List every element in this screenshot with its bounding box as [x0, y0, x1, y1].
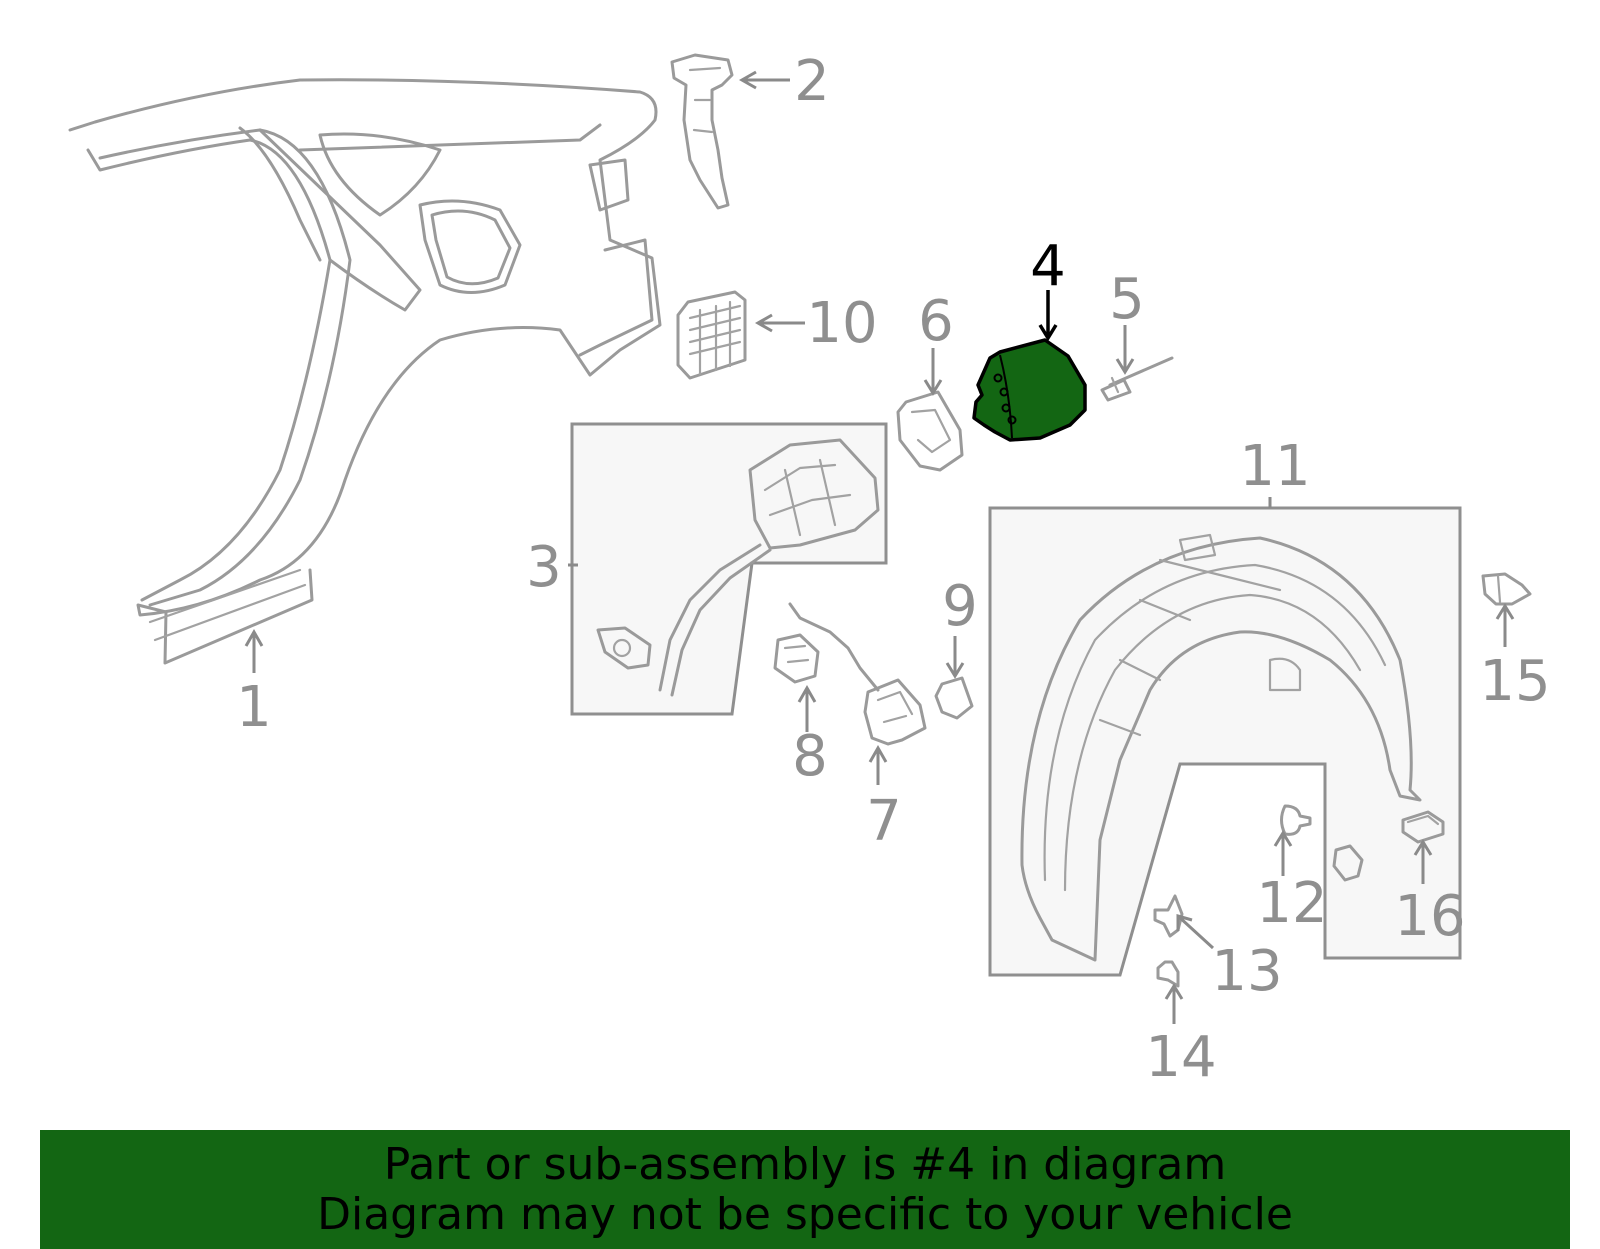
banner-line-1: Part or sub-assembly is #4 in diagram — [383, 1138, 1227, 1190]
leader-lines — [244, 70, 1515, 1024]
callout-5: 5 — [1109, 267, 1145, 332]
clip-14-part — [1156, 960, 1180, 988]
fuel-door-housing-part — [596, 438, 880, 697]
quarter-panel-part — [68, 78, 662, 665]
callout-3: 3 — [526, 535, 562, 600]
wheelhouse-liner-part — [1020, 533, 1422, 962]
callout-16: 16 — [1394, 884, 1465, 949]
actuator-7-part — [788, 602, 927, 746]
callout-10: 10 — [806, 291, 877, 356]
info-banner: Part or sub-assembly is #4 in diagram Di… — [40, 1130, 1570, 1249]
fastener-12-part — [1280, 804, 1312, 836]
callout-1: 1 — [236, 675, 272, 740]
callout-14: 14 — [1145, 1025, 1216, 1090]
callout-4: 4 — [1030, 234, 1066, 299]
fuel-door-highlighted-part — [972, 338, 1087, 442]
callout-6: 6 — [918, 289, 954, 354]
clip-16-part — [1401, 810, 1445, 844]
banner-line-2: Diagram may not be specific to your vehi… — [317, 1188, 1293, 1240]
bracket-part — [670, 53, 734, 210]
callout-15: 15 — [1479, 649, 1550, 714]
parts-diagram: 1 2 3 4 5 6 7 8 9 10 11 12 13 14 15 16 — [68, 49, 1551, 1090]
clip-9-part — [934, 676, 974, 720]
pin-part — [1100, 356, 1174, 402]
clip-6-part — [896, 390, 964, 472]
callout-12: 12 — [1256, 871, 1327, 936]
callout-2: 2 — [794, 49, 830, 114]
callout-8: 8 — [792, 724, 828, 789]
callout-11: 11 — [1239, 434, 1310, 499]
small-bracket-part — [1332, 844, 1364, 882]
wheelhouse-liner-panel — [988, 506, 1462, 977]
callout-7: 7 — [866, 789, 902, 854]
callout-13: 13 — [1211, 939, 1282, 1004]
fuel-door-assembly-panel — [570, 422, 888, 716]
connector-8-part — [773, 633, 820, 684]
clip-15-part — [1481, 572, 1532, 606]
callout-9: 9 — [942, 574, 978, 639]
box-part — [676, 290, 747, 380]
